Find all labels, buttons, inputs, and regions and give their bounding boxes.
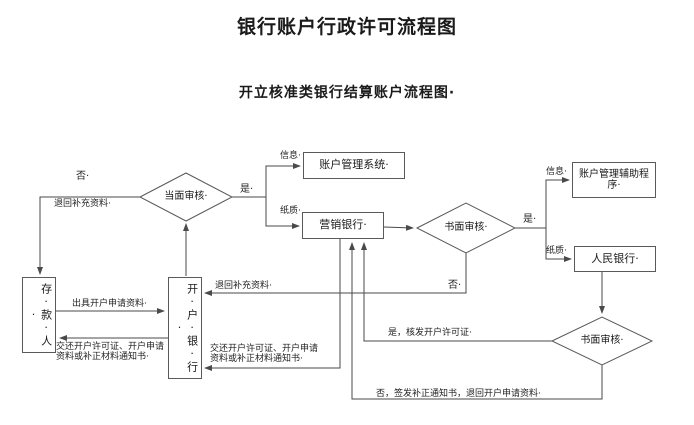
node-account-management-system: 账户管理系统· xyxy=(303,152,405,179)
diamond-written-review-2 xyxy=(550,316,654,366)
label-paper-right: 纸质· xyxy=(546,246,567,256)
edge-review1-no-to-depositor xyxy=(37,196,140,275)
label-return-license-to-depositor: 交还开户许可证、开户申请资料或补正材料通知书· xyxy=(56,342,165,363)
label-yes-mid: 是· xyxy=(523,214,537,225)
edge-to-account-system xyxy=(265,163,301,197)
label-return-supplement-top: 退回补充资料· xyxy=(54,199,111,209)
label-return-supplement-mid: 退回补充资料· xyxy=(215,281,272,291)
edge-review3-yes-to-marketingbank xyxy=(361,242,552,342)
node-peoples-bank: 人民银行· xyxy=(574,246,656,272)
node-account-management-aux-program: 账户管理辅助程序· xyxy=(572,162,656,198)
label-no-top: 否· xyxy=(76,171,90,182)
node-written-review-2: 书面审核· xyxy=(580,335,624,346)
diamond-written-review-1 xyxy=(415,202,517,254)
label-info-right: 信息· xyxy=(546,167,567,177)
node-marketing-bank: 营销银行· xyxy=(302,212,384,239)
label-info-left: 信息· xyxy=(280,151,301,161)
label-paper-left: 纸质· xyxy=(280,206,301,216)
edge-to-marketing-bank xyxy=(265,197,300,229)
edge-to-aux-program xyxy=(545,177,570,228)
edge-to-peoples-bank xyxy=(545,228,572,262)
page-title: 银行账户行政许可流程图 xyxy=(236,16,457,38)
diamond-face-review xyxy=(138,172,234,222)
node-face-review: 当面审核· xyxy=(164,191,208,202)
label-no-mid: 否· xyxy=(448,280,462,291)
node-depositor: 存·款·人· xyxy=(22,277,56,353)
edge-marketingbank-to-openingbank xyxy=(204,239,341,371)
edge-marketingbank-to-review2 xyxy=(383,224,414,231)
node-opening-bank: 开·户·银·行· xyxy=(168,277,202,379)
label-yes-issue-license: 是，核发开户许可证· xyxy=(388,328,472,338)
label-provide-application: 出具开户申请资料· xyxy=(72,299,147,309)
edge-review2-no-to-openingbank xyxy=(204,253,467,296)
diagram-title: 开立核准类银行结算账户流程图· xyxy=(238,85,456,101)
label-yes-top: 是· xyxy=(240,184,254,195)
edge-review3-no-to-marketingbank xyxy=(349,242,603,400)
node-written-review-1: 书面审核· xyxy=(444,222,488,233)
label-return-license-to-bank: 交还开户许可证、开户申请资料或补正材料通知书· xyxy=(210,344,319,365)
label-no-issue-notice: 否，签发补正通知书，退回开户申请资料· xyxy=(376,389,541,399)
